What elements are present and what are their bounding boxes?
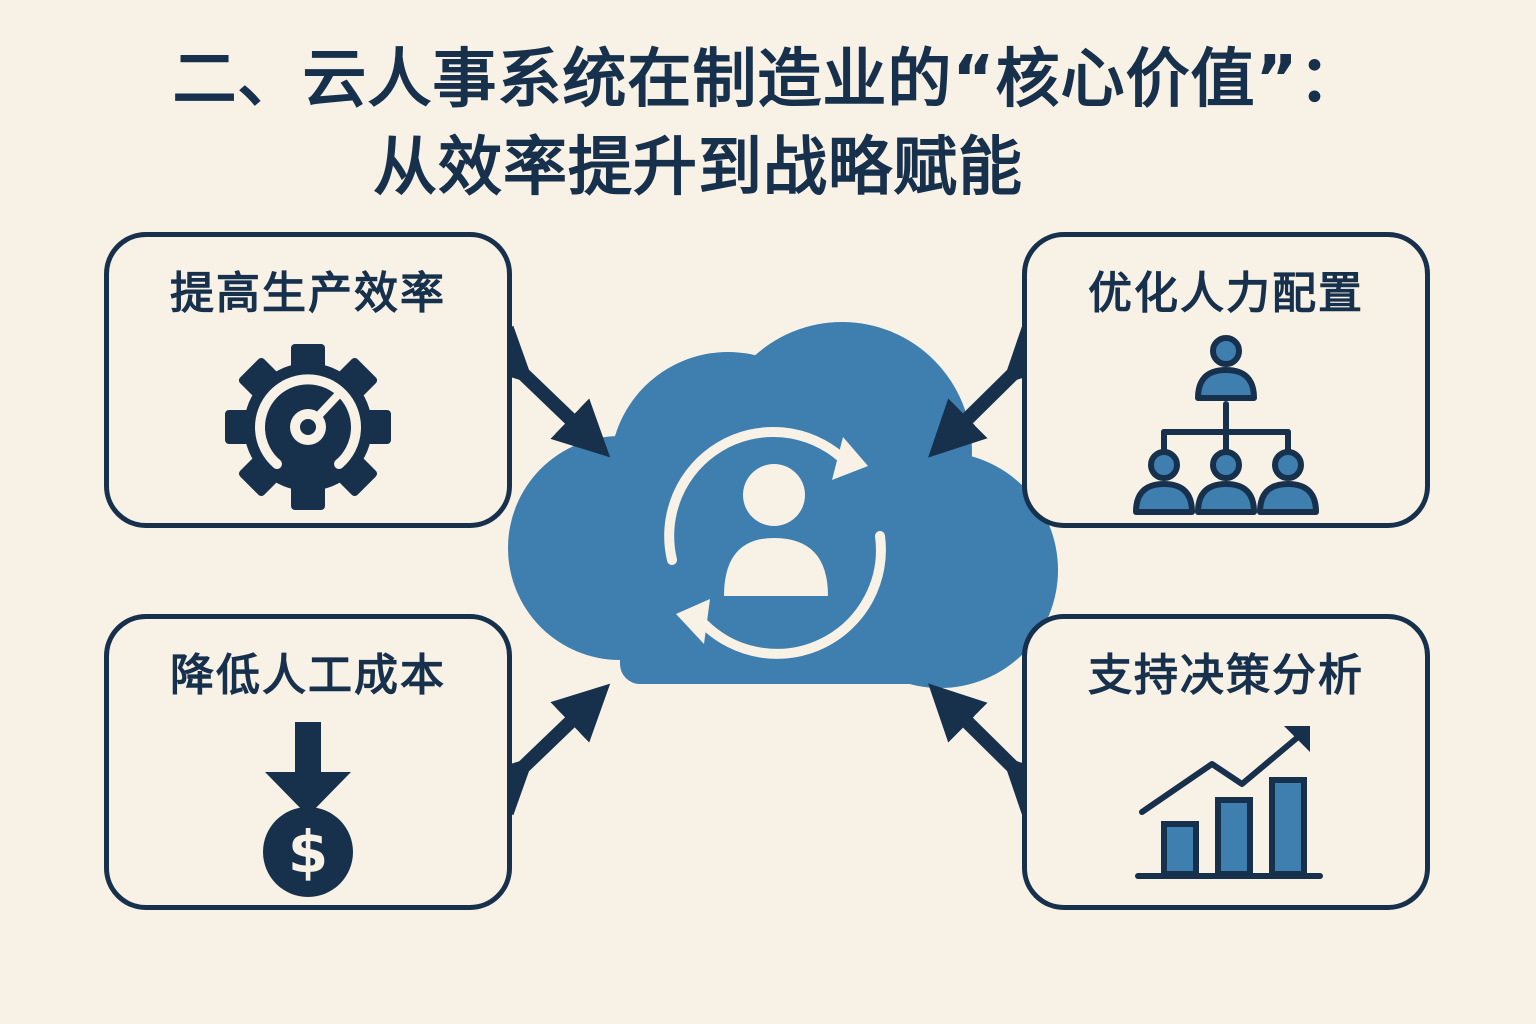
arrow-down-dollar-icon: $ — [109, 714, 507, 904]
card-support-decision-analysis: 支持决策分析 — [1022, 614, 1430, 910]
arrow-top-left — [474, 325, 611, 458]
page-title: 二、云人事系统在制造业的“核心价值”： 从效率提升到战略赋能 — [0, 36, 1536, 212]
sync-arrowheads — [676, 437, 868, 644]
card-title: 提高生产效率 — [170, 268, 446, 319]
card-title: 优化人力配置 — [1088, 268, 1364, 319]
cloud-shape — [508, 322, 1058, 688]
card-reduce-labor-cost: 降低人工成本 $ — [104, 614, 512, 910]
connector-arrows — [474, 325, 1062, 816]
title-line-1: 二、云人事系统在制造业的“核心价值”： — [172, 43, 1364, 117]
arrow-bottom-left — [474, 683, 611, 816]
card-optimize-staffing: 优化人力配置 — [1022, 232, 1430, 528]
svg-text:$: $ — [288, 818, 328, 886]
user-silhouette — [724, 464, 828, 596]
card-title: 降低人工成本 — [170, 650, 446, 701]
org-chart-icon — [1027, 332, 1425, 522]
arrow-bottom-right — [928, 683, 1062, 816]
growth-bar-chart-icon — [1027, 714, 1425, 904]
card-title: 支持决策分析 — [1088, 650, 1364, 701]
cloud-user-sync-icon — [508, 322, 1058, 688]
title-line-2: 从效率提升到战略赋能 — [373, 131, 1023, 205]
sync-ring — [664, 426, 886, 659]
arrow-top-right — [928, 325, 1062, 458]
card-improve-efficiency: 提高生产效率 — [104, 232, 512, 528]
gear-gauge-icon — [109, 332, 507, 522]
